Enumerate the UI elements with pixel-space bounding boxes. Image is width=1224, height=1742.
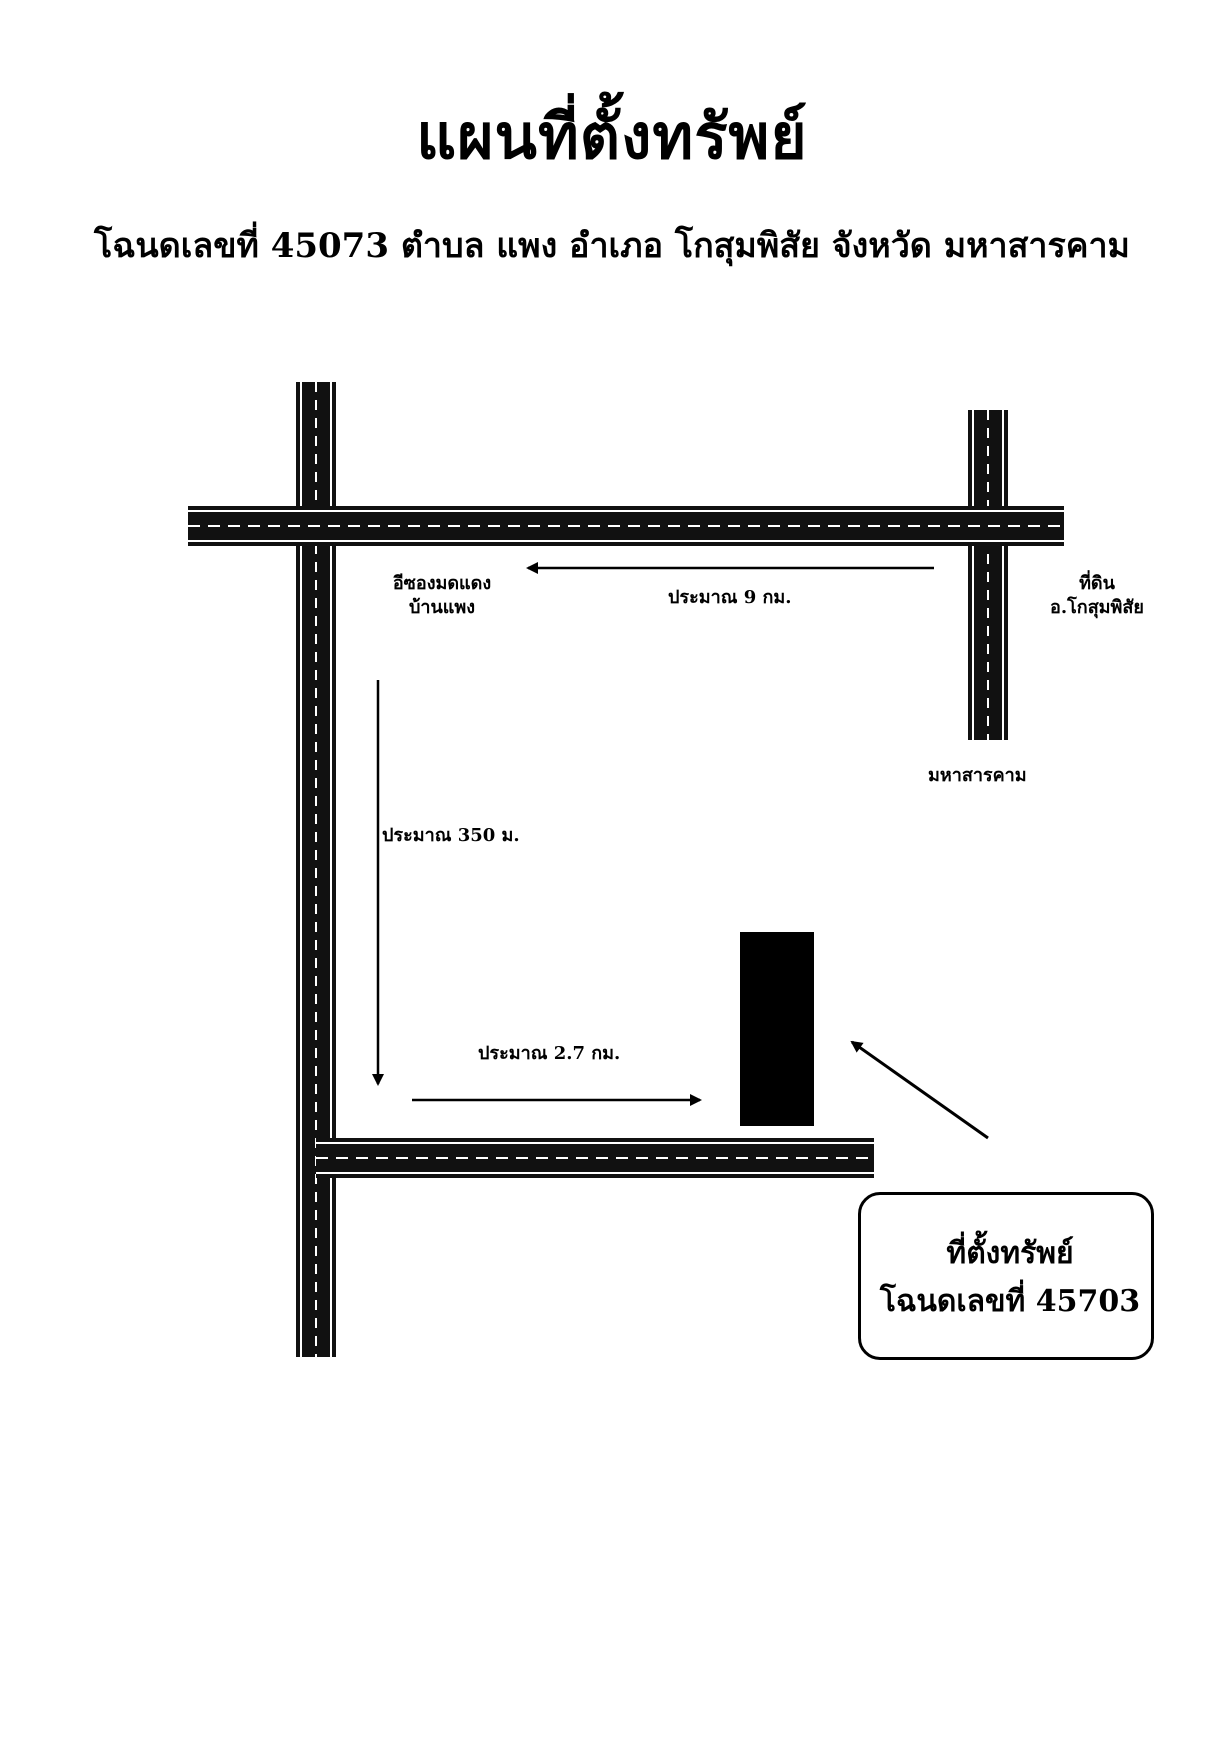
property-callout-text: ที่ตั้งทรัพย์ โฉนดเลขที่ 45703 — [860, 1230, 1160, 1326]
label-distance-9km: ประมาณ 9 กม. — [668, 587, 792, 608]
page-subtitle: โฉนดเลขที่ 45073 ตำบล แพง อำเภอ โกสุมพิส… — [94, 226, 1130, 266]
road-bottom-horizontal — [316, 1138, 874, 1178]
label-land: ที่ดิน อ.โกสุมพิสัย — [1022, 572, 1172, 620]
road-right-vertical — [968, 410, 1008, 740]
page-title: แผนที่ตั้งทรัพย์ — [416, 100, 808, 173]
callout-line2: โฉนดเลขที่ 45703 — [879, 1284, 1141, 1319]
label-land-line1: ที่ดิน — [1079, 573, 1115, 594]
arrow-callout-pointer — [850, 1040, 989, 1140]
label-junction-line1: อีซองมดแดง — [392, 573, 492, 594]
property-plot — [740, 932, 814, 1126]
property-callout-box — [858, 1192, 1154, 1360]
label-mahasarakham: มหาสารคาม — [928, 765, 1027, 786]
label-land-line2: อ.โกสุมพิสัย — [1050, 597, 1144, 618]
callout-line1: ที่ตั้งทรัพย์ — [946, 1236, 1074, 1271]
label-junction: อีซองมดแดง บ้านแพง — [382, 572, 502, 620]
label-distance-350m: ประมาณ 350 ม. — [382, 825, 520, 846]
road-top-horizontal — [188, 506, 1064, 546]
label-distance-2-7km: ประมาณ 2.7 กม. — [478, 1043, 621, 1064]
label-junction-line2: บ้านแพง — [408, 597, 476, 618]
